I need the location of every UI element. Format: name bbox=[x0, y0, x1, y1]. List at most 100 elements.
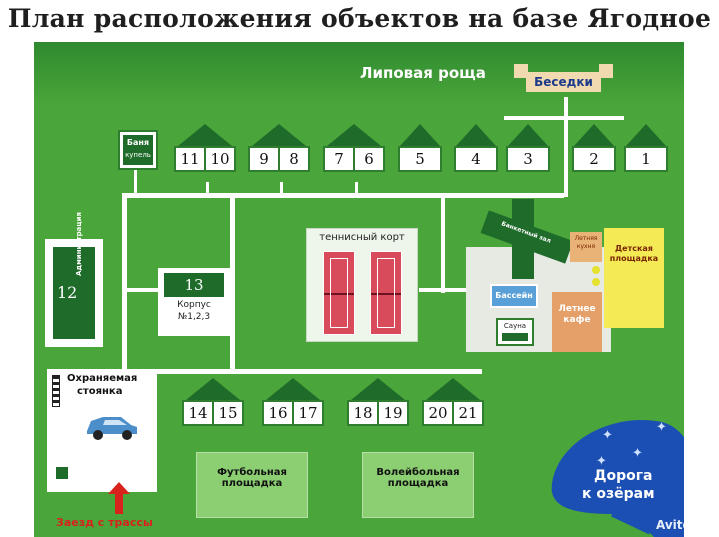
path-gazebo-drop bbox=[564, 97, 568, 197]
house-number: 16 bbox=[268, 404, 288, 422]
house-number: 1 bbox=[641, 150, 651, 168]
house-3: 3 bbox=[506, 124, 550, 172]
house-number: 19 bbox=[377, 402, 407, 424]
path-house-drop-3 bbox=[355, 182, 358, 196]
summer-cafe: Летнее кафе bbox=[552, 292, 602, 352]
building-13-number: 13 bbox=[184, 276, 204, 294]
summer-kitchen: Летняя кухня bbox=[570, 232, 602, 262]
gazebo-left bbox=[514, 64, 528, 78]
volleyball-field: Волейбольная площадка bbox=[362, 452, 474, 518]
house-roof bbox=[252, 124, 306, 146]
fish-icon-4: ✦ bbox=[656, 420, 667, 435]
house-number: 9 bbox=[259, 150, 269, 168]
house-roof bbox=[178, 124, 232, 146]
banquet-hall: Банкетный зал bbox=[480, 199, 574, 279]
map-title: План расположения объектов на базе Ягодн… bbox=[7, 4, 712, 33]
house-number: 11 bbox=[180, 150, 200, 168]
house-roof bbox=[186, 378, 240, 400]
fish-icon-1: ✦ bbox=[602, 428, 613, 443]
house-number: 8 bbox=[278, 148, 308, 170]
entrance-label: Заезд с трассы bbox=[56, 516, 153, 529]
path-main-horizontal bbox=[124, 193, 564, 198]
football-field-label-1: Футбольная bbox=[217, 467, 287, 478]
house-roof bbox=[456, 124, 496, 146]
house-body: 2 bbox=[572, 146, 616, 172]
building-12-number: 12 bbox=[57, 283, 78, 302]
path-bottom-horizontal bbox=[122, 369, 482, 374]
playground-marker-2 bbox=[592, 278, 600, 286]
summer-cafe-label: Летнее кафе bbox=[558, 304, 596, 325]
summer-kitchen-label: Летняя кухня bbox=[574, 235, 598, 250]
house-2: 2 bbox=[572, 124, 616, 172]
house-body: 3 bbox=[506, 146, 550, 172]
playground-marker-1 bbox=[592, 266, 600, 274]
gazebos-label: Беседки bbox=[526, 72, 601, 92]
house-roof bbox=[626, 124, 666, 146]
parking-label-line1: Охраняемая bbox=[67, 373, 138, 384]
house-roof bbox=[351, 378, 405, 400]
lake-road-label-1: Дорога bbox=[594, 468, 653, 484]
children-playground: Детская площадка bbox=[604, 228, 664, 328]
bathhouse: Баня купель bbox=[118, 130, 158, 170]
house-number: 6 bbox=[353, 148, 383, 170]
house-4: 4 bbox=[454, 124, 498, 172]
tennis-court: теннисный корт bbox=[306, 228, 418, 342]
children-playground-label: Детская площадка bbox=[609, 244, 659, 263]
house-number: 18 bbox=[353, 404, 373, 422]
house-roof bbox=[266, 378, 320, 400]
car-icon bbox=[83, 411, 139, 441]
house-roof bbox=[426, 378, 480, 400]
court-left bbox=[323, 251, 355, 335]
house-roof bbox=[327, 124, 381, 146]
fish-icon-3: ✦ bbox=[596, 454, 607, 469]
house-body: 1 bbox=[624, 146, 668, 172]
path-court-link bbox=[419, 288, 479, 292]
house-number: 20 bbox=[428, 404, 448, 422]
football-field: Футбольная площадка bbox=[196, 452, 308, 518]
path-mid-vertical bbox=[230, 193, 235, 373]
gazebo-right bbox=[599, 64, 613, 78]
volleyball-field-label-2: площадка bbox=[387, 478, 449, 489]
building-13-numbers: №1,2,3 bbox=[177, 312, 211, 322]
house-number: 21 bbox=[452, 402, 482, 424]
parking-booth bbox=[56, 467, 68, 479]
house-5: 5 bbox=[398, 124, 442, 172]
path-gazebo-cross bbox=[504, 116, 624, 120]
entrance-arrow-icon bbox=[108, 482, 130, 514]
swimming-pool-label: Бассейн bbox=[495, 291, 533, 300]
sauna: Сауна bbox=[496, 318, 534, 346]
building-13: 13 Корпус №1,2,3 bbox=[158, 268, 230, 336]
administration-building: 12 Администрация bbox=[45, 212, 103, 347]
house-roof bbox=[574, 124, 614, 146]
house-roof bbox=[400, 124, 440, 146]
lake-road-label-2: к озёрам bbox=[582, 486, 655, 502]
administration-label: Администрация bbox=[75, 212, 83, 276]
linden-grove-label: Липовая роща bbox=[360, 64, 486, 82]
path-left-vertical bbox=[122, 193, 127, 373]
building-13-label: Корпус bbox=[177, 300, 211, 310]
house-number: 17 bbox=[292, 402, 322, 424]
house-number: 14 bbox=[188, 404, 208, 422]
path-bath-drop bbox=[134, 170, 137, 196]
house-number: 15 bbox=[212, 402, 242, 424]
house-number: 5 bbox=[415, 150, 425, 168]
path-right-vertical bbox=[441, 193, 445, 293]
sauna-label: Сауна bbox=[503, 322, 527, 330]
path-house-drop-2 bbox=[280, 182, 283, 196]
parking-label-line2: стоянка bbox=[77, 386, 123, 397]
house-number: 10 bbox=[204, 148, 234, 170]
house-1: 1 bbox=[624, 124, 668, 172]
house-roof bbox=[508, 124, 548, 146]
football-field-label-2: площадка bbox=[221, 478, 283, 489]
fish-icon-2: ✦ bbox=[632, 446, 643, 461]
